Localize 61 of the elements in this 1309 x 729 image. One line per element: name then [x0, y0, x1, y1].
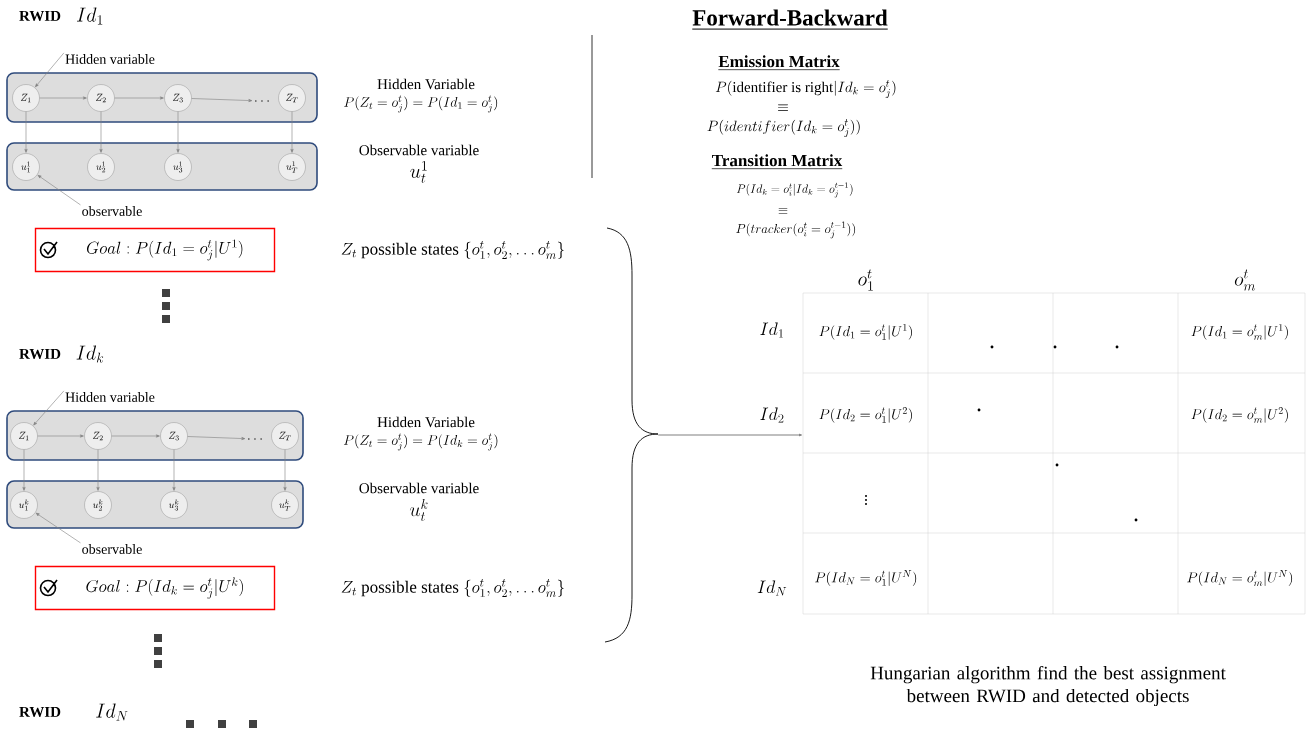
formula: $P(Z_t = o_j^t) = P(Id_1 = o_j^t)$ [344, 95, 498, 113]
matrix-cell: $P(Id_2 = o_m^t|U^2)$ [1191, 407, 1288, 423]
leader-line [37, 175, 81, 206]
formula: $u_t^1$ [410, 161, 427, 183]
row-header: $Id_1$ [760, 322, 783, 338]
variable-heading: Observable variable [359, 482, 479, 494]
identifier-label: $Id_N$ [96, 703, 128, 721]
leader-line [33, 390, 65, 426]
brace [604, 227, 659, 643]
ellipsis-text: $\vdots$ [865, 495, 867, 505]
formula: $u_t^k$ [409, 499, 428, 522]
variable-heading: Observable variable [359, 144, 479, 156]
states-text: $Z_t \text{ possible states } \{o_1^t, o_2^t, \ldots o_m^t\}$ [341, 241, 565, 259]
matrix-cell: $P(Id_1 = o_1^t|U^1)$ [819, 324, 912, 340]
row-header: $Id_2$ [760, 407, 784, 423]
row-header: $Id_N$ [757, 580, 787, 596]
arrow [176, 111, 180, 153]
formula: $P(Id_k = o_i^t|Id_k = o_j^{t-1})$ [736, 182, 853, 198]
goal-box: $Goal : P(Id_k = o_j^t|U^k)$ [34, 565, 276, 611]
variable-heading: Hidden Variable [377, 78, 475, 90]
ellipsis-text: $\ldots$ [248, 438, 262, 440]
leader-line [35, 52, 65, 88]
matrix-grid [802, 292, 1306, 615]
identifier-label: $Id_k$ [76, 345, 104, 363]
title: Forward-Backward [691, 9, 889, 30]
formula: $P(Z_t = o_j^t) = P(Id_k = o_j^t)$ [343, 433, 498, 451]
arrow [187, 436, 246, 440]
ellipsis-text: $\ldots$ [255, 100, 269, 102]
identifier-label: $Id_1$ [76, 7, 103, 25]
arrow [96, 449, 100, 491]
rwid-label: RWID [19, 11, 61, 21]
matrix-cell: $P(Id_1 = o_m^t|U^1)$ [1191, 324, 1288, 340]
arrow [290, 111, 294, 153]
annotation-text: Hidden variable [65, 392, 155, 402]
matrix-cell: $P(Id_N = o_m^t|U^N)$ [1187, 570, 1293, 586]
formula: $\equiv$ [778, 104, 788, 111]
goal-box: $Goal : P(Id_1 = o_j^t|U^1)$ [34, 227, 276, 273]
formula: $P(tracker(o_i^t = o_j^{t-1}))$ [736, 221, 856, 239]
arrow [657, 433, 803, 437]
matrix-cell: $P(Id_N = o_1^t|U^N)$ [815, 570, 917, 586]
rwid-label: RWID [19, 349, 61, 359]
formula: $P(\text{identifier is right}|Id_k = o_j^t)$ [715, 80, 896, 98]
formula: $\equiv$ [778, 208, 788, 214]
arrow [172, 449, 176, 491]
annotation-text: observable [82, 544, 142, 554]
variable-heading: Hidden Variable [377, 416, 475, 428]
annotation-text: Hidden variable [65, 54, 155, 64]
caption: Hungarian algorithm find the best assignment between RWID and detected objects [870, 665, 1226, 707]
leader-line [35, 512, 81, 544]
arrow [283, 449, 287, 491]
section-heading: Emission Matrix [718, 55, 841, 70]
arrow [24, 111, 28, 153]
formula: $P(identifier(Id_k = o_j^t))$ [707, 119, 860, 137]
matrix-cell: $P(Id_2 = o_1^t|U^2)$ [819, 407, 912, 423]
arrow [22, 449, 26, 491]
annotation-text: observable [82, 206, 142, 216]
arrow [191, 98, 253, 103]
section-heading: Transition Matrix [711, 154, 843, 170]
states-text: $Z_t \text{ possible states } \{o_1^t, o_2^t, \ldots o_m^t\}$ [341, 579, 565, 597]
rwid-label: RWID [19, 707, 61, 718]
arrow [99, 111, 103, 153]
